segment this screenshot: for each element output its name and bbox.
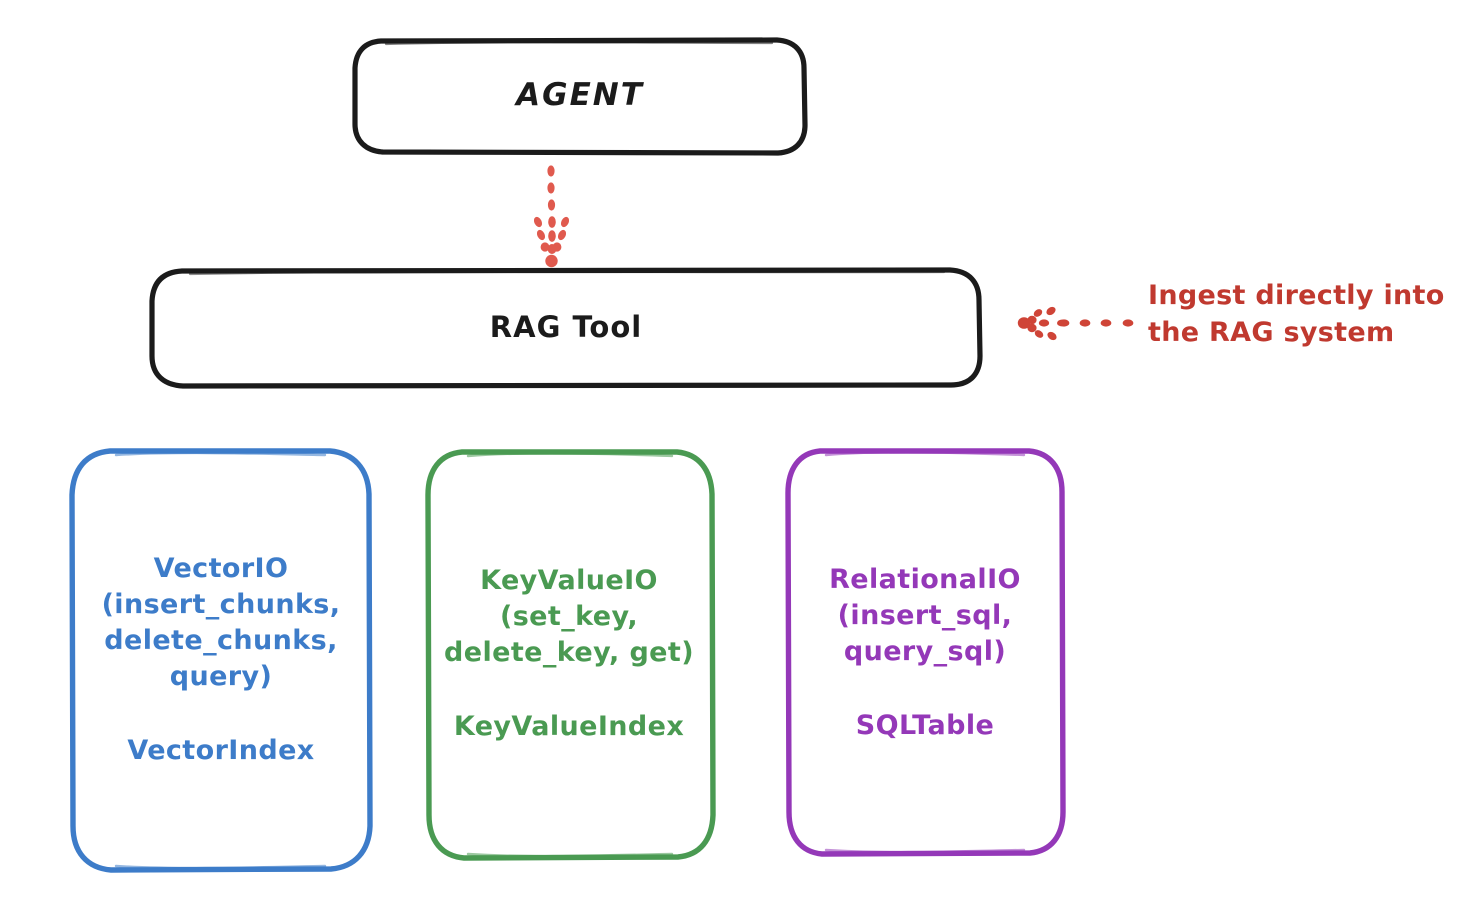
- vector-io-node-label: VectorIO (insert_chunks, delete_chunks, …: [72, 450, 370, 870]
- key-value-io-node-label: KeyValueIO (set_key, delete_key, get) Ke…: [424, 450, 714, 858]
- agent-to-rag-tool-connector: [533, 165, 570, 268]
- vector-io-node-shape[interactable]: [69, 448, 373, 873]
- key-value-io-index: KeyValueIndex: [453, 711, 685, 743]
- ingest-connector-arrow: [1017, 306, 1134, 341]
- relational-io-node-label: RelationalIO (insert_sql, query_sql) SQL…: [786, 450, 1064, 856]
- rag-tool-node-label: RAG Tool: [489, 310, 643, 345]
- vector-io-index: VectorIndex: [127, 735, 315, 767]
- relational-io-node-shape[interactable]: [785, 448, 1066, 857]
- rag-tool-node-shape[interactable]: [149, 267, 983, 389]
- agent-node-shape[interactable]: [352, 37, 808, 156]
- relational-io-index: SQLTable: [855, 710, 995, 742]
- vector-io-signature: VectorIO (insert_chunks, delete_chunks, …: [101, 552, 341, 693]
- key-value-io-signature: KeyValueIO (set_key, delete_key, get): [444, 564, 694, 668]
- key-value-io-node-shape[interactable]: [425, 449, 716, 861]
- agent-node-label: AGENT: [516, 77, 644, 114]
- relational-io-signature: RelationalIO (insert_sql, query_sql): [829, 563, 1021, 667]
- ingest-annotation-text: Ingest directly into the RAG system: [1148, 280, 1445, 348]
